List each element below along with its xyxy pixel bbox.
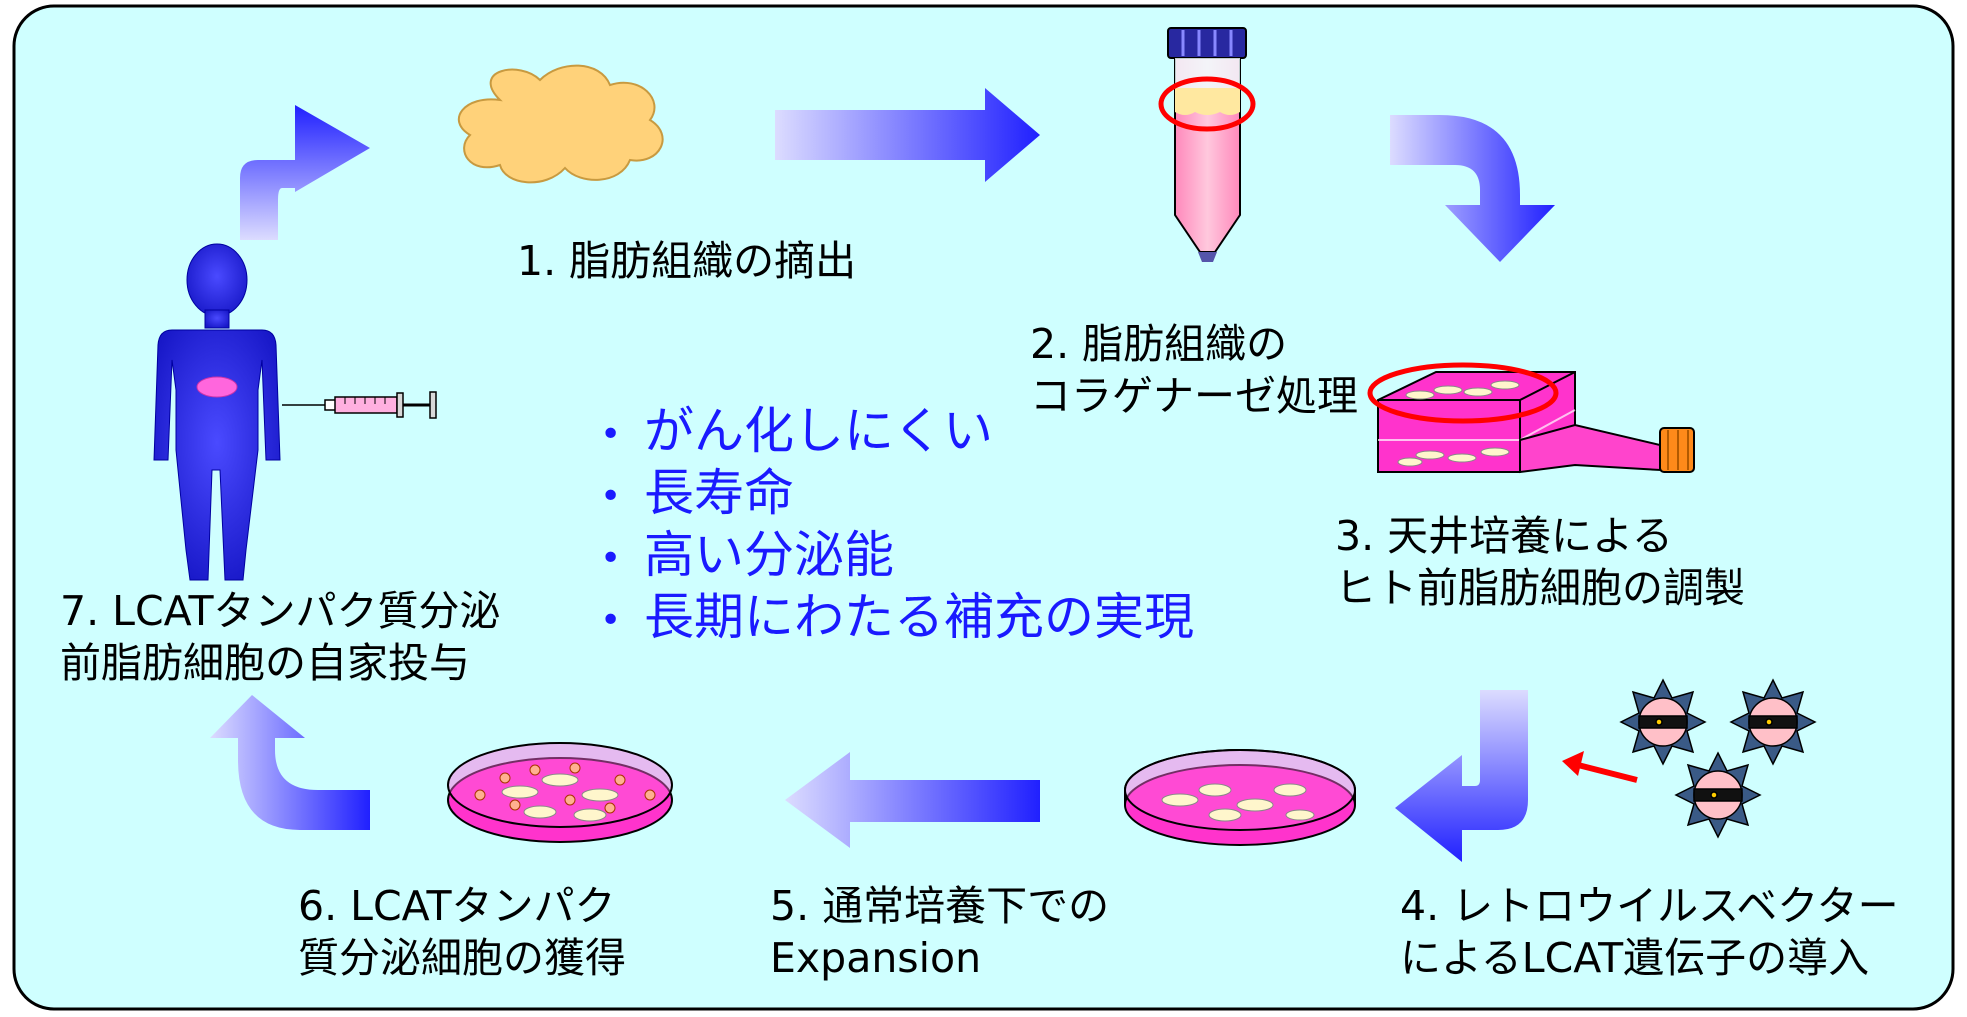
benefit-text: 高い分泌能 <box>644 526 894 584</box>
arrow-step4-to-step6 <box>785 752 1040 848</box>
step2-line2: コラゲナーゼ処理 <box>1030 372 1358 420</box>
petri-dish-icon <box>1124 749 1356 846</box>
bullet-icon: • <box>600 475 622 517</box>
arrow-step3-to-step4 <box>1395 690 1528 862</box>
step5-label: 5. 通常培養下での Expansion <box>770 880 1109 984</box>
step6-line1: 6. LCATタンパク <box>298 882 616 930</box>
step5-line1: 5. 通常培養下での <box>770 882 1110 930</box>
benefit-item: • 長寿命 <box>600 462 794 528</box>
step7-label: 7. LCATタンパク質分泌 前脂肪細胞の自家投与 <box>60 585 501 689</box>
step7-line1: 7. LCATタンパク質分泌 <box>60 587 501 635</box>
secreting-dish-icon <box>447 742 673 843</box>
step6-line2: 質分泌細胞の獲得 <box>298 934 626 982</box>
bullet-icon: • <box>600 537 622 579</box>
arrow-step7-to-step1 <box>240 105 370 240</box>
background-panel <box>12 4 1955 1011</box>
human-figure-icon <box>153 243 281 581</box>
centrifuge-tube-icon <box>1158 27 1256 262</box>
step7-line2: 前脂肪細胞の自家投与 <box>60 639 470 687</box>
step3-line1: 3. 天井培養による <box>1335 512 1673 560</box>
benefit-text: 長期にわたる補充の実現 <box>644 588 1194 646</box>
step1-label: 1. 脂肪組織の摘出 <box>517 235 856 287</box>
step4-line2: によるLCAT遺伝子の導入 <box>1400 934 1870 982</box>
step4-line1: 4. レトロウイルスベクター <box>1400 882 1899 930</box>
arrow-step2-to-step3 <box>1390 115 1555 262</box>
arrow-step6-to-step7 <box>210 695 370 830</box>
step3-label: 3. 天井培養による ヒト前脂肪細胞の調製 <box>1335 510 1745 614</box>
benefit-item: • がん化しにくい <box>600 400 993 466</box>
benefit-item: • 高い分泌能 <box>600 524 894 590</box>
step2-label: 2. 脂肪組織の コラゲナーゼ処理 <box>1030 318 1358 422</box>
adipose-tissue-icon <box>457 64 664 184</box>
benefit-text: がん化しにくい <box>644 402 993 460</box>
retrovirus-icon <box>1619 678 1817 839</box>
bullet-icon: • <box>600 413 622 455</box>
step3-line2: ヒト前脂肪細胞の調製 <box>1335 564 1745 612</box>
step1-line1: 1. 脂肪組織の摘出 <box>517 237 857 285</box>
step5-line2: Expansion <box>770 934 982 982</box>
syringe-icon <box>282 391 437 419</box>
arrow-step1-to-step2 <box>775 88 1040 182</box>
step2-line1: 2. 脂肪組織の <box>1030 320 1288 368</box>
transduction-arrow <box>1562 751 1638 783</box>
benefit-text: 長寿命 <box>644 464 794 522</box>
bullet-icon: • <box>600 599 622 641</box>
benefit-item: • 長期にわたる補充の実現 <box>600 586 1194 652</box>
culture-flask-icon <box>1367 362 1695 474</box>
step4-label: 4. レトロウイルスベクター によるLCAT遺伝子の導入 <box>1400 880 1899 984</box>
step6-label: 6. LCATタンパク 質分泌細胞の獲得 <box>298 880 626 984</box>
